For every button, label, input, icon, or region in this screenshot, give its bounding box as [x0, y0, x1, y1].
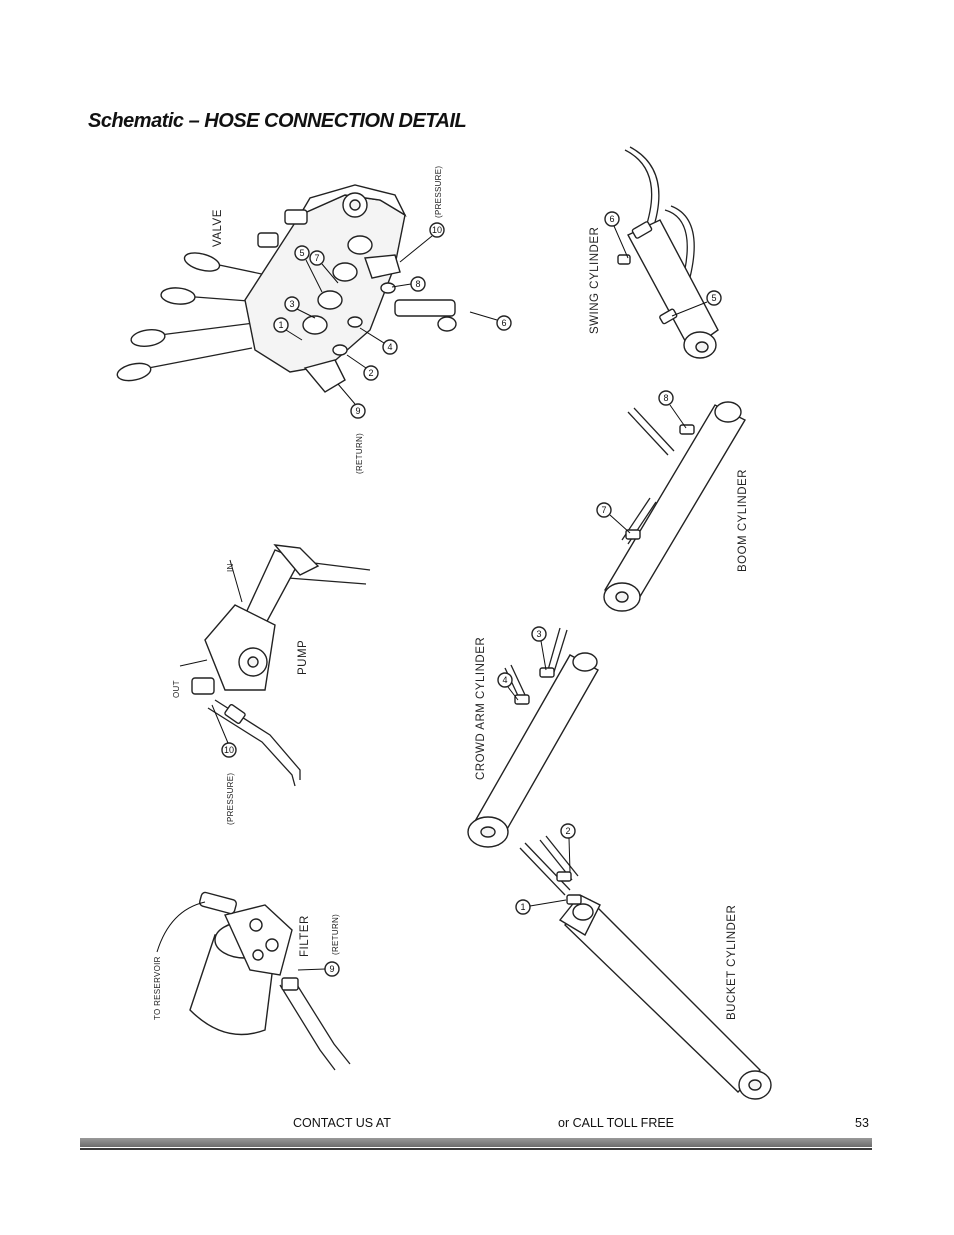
footer-contact: CONTACT US AT [293, 1116, 391, 1130]
boom-cylinder [603, 401, 746, 612]
filter-label: FILTER [299, 915, 311, 957]
crowd-callouts: 4 3 [497, 626, 547, 701]
bucket-cylinder-label: BUCKET CYLINDER [726, 905, 738, 1020]
page-title: Schematic – HOSE CONNECTION DETAIL [88, 110, 467, 132]
swing-cylinder [617, 146, 719, 359]
valve-callout-9: 9 [355, 406, 360, 416]
valve-callout-2: 2 [368, 368, 373, 378]
bucket-callout-1: 1 [520, 902, 525, 912]
pump-pressure-label: (PRESSURE) [226, 773, 235, 825]
swing-cylinder-label: SWING CYLINDER [589, 227, 601, 334]
footer-rule-band [80, 1138, 872, 1147]
valve-return-label: (RETURN) [355, 433, 364, 474]
filter-assembly [156, 891, 351, 1071]
boom-callouts: 8 7 [596, 390, 687, 534]
crowd-arm-cylinder-label: CROWD ARM CYLINDER [475, 637, 487, 780]
crowd-arm-cylinder [467, 627, 599, 848]
valve-callout-3: 3 [289, 299, 294, 309]
boom-cylinder-label: BOOM CYLINDER [737, 469, 749, 572]
valve-callout-1: 1 [278, 320, 283, 330]
bucket-cylinder [519, 835, 772, 1100]
valve-callout-7: 7 [314, 253, 319, 263]
pump-callouts: 10 [211, 704, 237, 758]
pump-assembly [179, 544, 371, 787]
valve-callout-4: 4 [387, 342, 392, 352]
valve-callout-8: 8 [415, 279, 420, 289]
pump-in-label: IN [226, 563, 235, 572]
swing-callout-6: 6 [609, 214, 614, 224]
pump-label: PUMP [297, 640, 309, 675]
boom-callout-8: 8 [663, 393, 668, 403]
page-number: 53 [855, 1116, 869, 1130]
to-reservoir-label: TO RESERVOIR [153, 956, 162, 1020]
swing-callouts: 6 5 [604, 211, 722, 317]
valve-callout-10: 10 [432, 225, 442, 235]
pump-out-label: OUT [172, 680, 181, 698]
valve-label: VALVE [212, 209, 224, 247]
valve-pressure-label: (PRESSURE) [434, 166, 443, 218]
filter-callout-9: 9 [329, 964, 334, 974]
bucket-callout-2: 2 [565, 826, 570, 836]
pump-callout-10: 10 [224, 745, 234, 755]
footer-toll-free: or CALL TOLL FREE [558, 1116, 675, 1130]
crowd-callout-4: 4 [502, 675, 507, 685]
filter-return-label: (RETURN) [331, 914, 340, 955]
swing-callout-5: 5 [711, 293, 716, 303]
bucket-callouts: 2 1 [515, 823, 576, 915]
boom-callout-7: 7 [601, 505, 606, 515]
footer-rule [80, 1138, 872, 1150]
crowd-callout-3: 3 [536, 629, 541, 639]
valve-callouts: 1 2 3 4 5 6 7 8 9 10 [273, 222, 512, 419]
valve-callout-6: 6 [501, 318, 506, 328]
valve-assembly [116, 184, 457, 393]
filter-callouts: 9 [297, 961, 340, 977]
valve-levers [116, 252, 291, 382]
footer-rule-line [80, 1148, 872, 1150]
valve-callout-5: 5 [299, 248, 304, 258]
